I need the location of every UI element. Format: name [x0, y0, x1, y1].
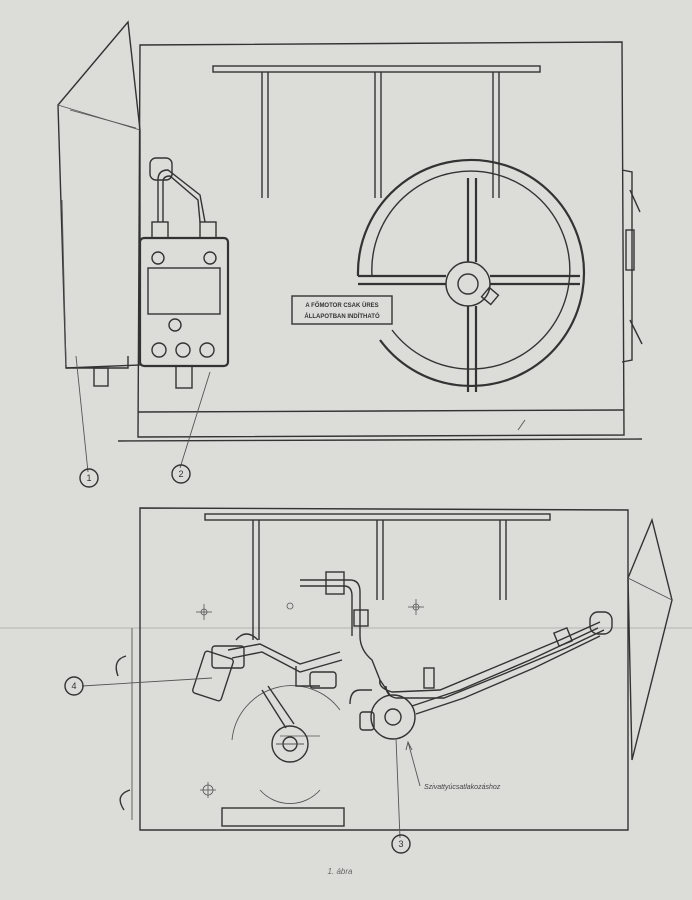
- pump: [359, 694, 416, 740]
- callout-2: 2: [178, 469, 183, 479]
- connection-note: Szivattyúcsatlakozáshoz: [424, 784, 501, 791]
- figure-caption: 1. ábra: [328, 867, 353, 876]
- plate-line-2: ÁLLAPOTBAN INDÍTHATÓ: [304, 312, 380, 320]
- callout-3: 3: [398, 839, 403, 849]
- plate-line-1: A FŐMOTOR CSAK ÜRES: [305, 302, 378, 309]
- hand-wheel: [356, 158, 586, 392]
- warning-plate: A FŐMOTOR CSAK ÜRES ÁLLAPOTBAN INDÍTHATÓ: [291, 295, 393, 325]
- upper-machine-view: A FŐMOTOR CSAK ÜRES ÁLLAPOTBAN INDÍTHATÓ…: [57, 20, 643, 488]
- drive-assembly: [192, 645, 341, 804]
- callout-1: 1: [86, 473, 91, 483]
- lower-machine-view: 4 3 Szivattyúcsatlakozáshoz: [64, 507, 673, 854]
- pipework: [227, 571, 613, 715]
- control-box: [138, 157, 230, 389]
- callout-4: 4: [71, 681, 76, 691]
